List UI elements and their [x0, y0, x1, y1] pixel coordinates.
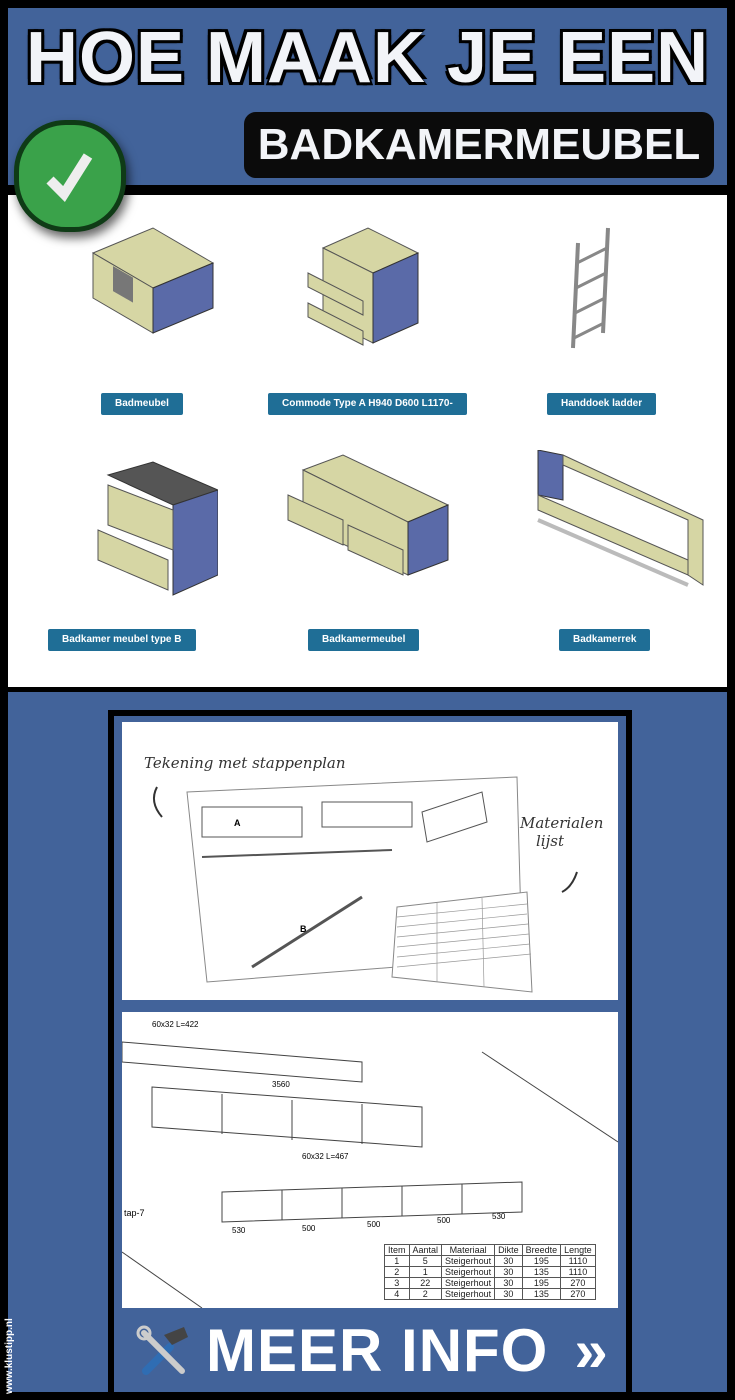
col-header: Breedte: [521, 1244, 562, 1256]
commode-image: [307, 227, 420, 346]
checkmark-badge: [14, 120, 126, 232]
product-badmeubel[interactable]: [33, 223, 263, 343]
cell: 5: [408, 1255, 443, 1267]
double-chevron-right-icon: »: [574, 1317, 609, 1384]
cell: 1: [408, 1266, 443, 1278]
col-header: Aantal: [408, 1244, 443, 1256]
title-line-2: BADKAMERMEUBEL: [244, 112, 714, 178]
product-commode[interactable]: [253, 223, 483, 353]
col-header: Materiaal: [441, 1244, 496, 1256]
product-handdoek-ladder[interactable]: [478, 223, 708, 353]
dim-label: 530: [232, 1226, 246, 1235]
title-line-1: HOE MAAK JE EEN: [26, 18, 710, 98]
dim-label: 60x32 L=422: [152, 1020, 199, 1029]
cell: 270: [560, 1288, 596, 1300]
detail-drawing: [122, 1041, 618, 1308]
product-badkamermeubel[interactable]: [253, 450, 483, 600]
label-materialen: Materialen lijst: [520, 814, 604, 850]
part-label-a: A: [234, 818, 241, 828]
dim-label: 500: [437, 1216, 451, 1225]
col-header: Lengte: [560, 1244, 596, 1256]
cell: 30: [494, 1277, 523, 1289]
product-grid: Badmeubel Commode Type A H940 D600 L1170…: [8, 195, 727, 687]
drawing-preview-1: Tekening met stappenplan Materialen lijs…: [122, 722, 618, 1000]
cell: 30: [494, 1255, 523, 1267]
cell: Steigerhout: [441, 1255, 496, 1267]
dim-label: 500: [302, 1224, 316, 1233]
product-button-commode[interactable]: Commode Type A H940 D600 L1170-: [268, 393, 467, 415]
cell: Steigerhout: [441, 1288, 496, 1300]
part-label-b: B: [300, 924, 307, 934]
step-label: tap-7: [124, 1208, 145, 1218]
cell: 3: [384, 1277, 410, 1289]
col-header: Item: [384, 1244, 410, 1256]
cell: 22: [408, 1277, 443, 1289]
cell: 135: [521, 1288, 562, 1300]
cell: 135: [521, 1266, 562, 1278]
ladder-image: [571, 227, 610, 349]
meer-info-button[interactable]: MEER INFO »: [122, 1312, 618, 1390]
plan-drawing: [152, 776, 578, 993]
product-button-badkamer-meubel-type-b[interactable]: Badkamer meubel type B: [48, 629, 196, 651]
cell: 195: [521, 1277, 562, 1289]
product-button-badmeubel[interactable]: Badmeubel: [101, 393, 183, 415]
meer-info-label: MEER INFO: [206, 1317, 549, 1384]
cell: 270: [560, 1277, 596, 1289]
cell: 2: [408, 1288, 443, 1300]
cell: 1110: [560, 1255, 596, 1267]
col-header: Dikte: [494, 1244, 523, 1256]
drawing-preview-2: 3560 60x32 L=422 60x32 L=467 530 500 500…: [122, 1012, 618, 1308]
badkamermeubel-image: [287, 454, 450, 576]
cell: 1110: [560, 1266, 596, 1278]
badmeubel-image: [91, 227, 215, 334]
product-button-badkamermeubel[interactable]: Badkamermeubel: [308, 629, 420, 651]
product-button-handdoek-ladder[interactable]: Handdoek ladder: [547, 393, 657, 415]
dim-label: 60x32 L=467: [302, 1152, 349, 1161]
product-badkamer-meubel-type-b[interactable]: [28, 460, 258, 600]
dim-label: 3560: [272, 1080, 290, 1089]
cell: Steigerhout: [441, 1266, 496, 1278]
badkamer-meubel-type-b-image: [97, 461, 218, 596]
dim-label: 530: [492, 1212, 506, 1221]
cell: 30: [494, 1288, 523, 1300]
watermark-url: www.klustipp.nl: [4, 1318, 15, 1394]
cell: Steigerhout: [441, 1277, 496, 1289]
cell: 4: [384, 1288, 410, 1300]
tools-icon: [136, 1325, 188, 1375]
cell: 2: [384, 1266, 410, 1278]
product-button-badkamerrek[interactable]: Badkamerrek: [559, 629, 651, 651]
dim-label: 500: [367, 1220, 381, 1229]
cell: 30: [494, 1266, 523, 1278]
label-tekening: Tekening met stappenplan: [144, 754, 346, 772]
badkamerrek-image: [537, 450, 704, 587]
cell: 1: [384, 1255, 410, 1267]
checkmark-icon: [46, 153, 93, 202]
product-badkamerrek[interactable]: [493, 450, 723, 590]
cell: 195: [521, 1255, 562, 1267]
